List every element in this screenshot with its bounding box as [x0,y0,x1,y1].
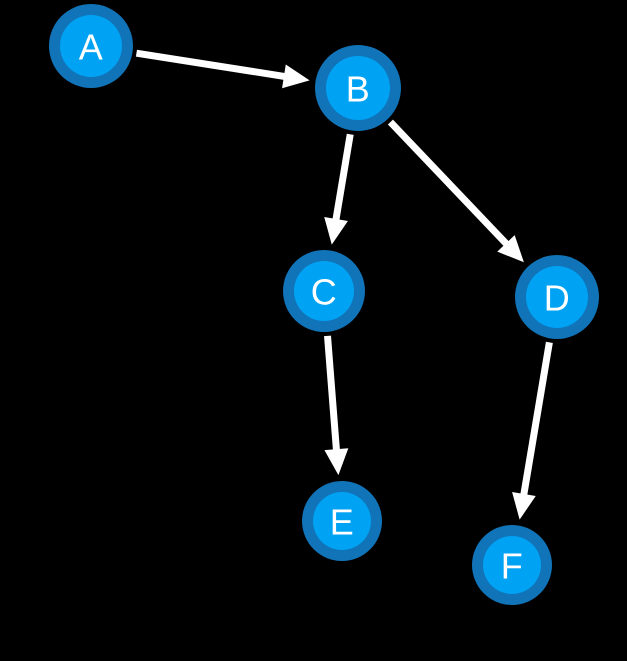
graph-node-a[interactable]: A [49,4,133,88]
graph-node-c[interactable]: C [283,250,365,332]
edge-arrowhead-icon [324,448,349,476]
edge-line [324,335,341,452]
node-fill [483,536,541,594]
edge-arrowhead-icon [324,217,348,245]
edge-line [332,133,354,222]
edge-line [135,49,287,81]
node-fill [313,492,371,550]
edge-line [387,119,510,248]
graph-node-d[interactable]: D [515,255,599,339]
node-label: B [346,69,371,110]
node-label: A [79,27,104,68]
graph-node-b[interactable]: B [315,45,401,131]
edge-line [520,341,553,497]
node-label: E [330,502,355,543]
edge-a-to-b[interactable] [135,49,310,89]
edge-arrowhead-icon [512,492,536,520]
node-label: F [501,546,524,587]
nodes-layer: A B C D E F [49,4,599,605]
node-fill [294,261,354,321]
node-label: D [544,278,571,319]
edge-c-to-e[interactable] [324,335,349,476]
edge-b-to-d[interactable] [387,119,524,263]
edge-b-to-c[interactable] [324,133,354,245]
node-fill [60,15,122,77]
edges-layer [135,49,553,520]
graph-node-f[interactable]: F [472,525,552,605]
node-fill [526,266,588,328]
edge-arrowhead-icon [497,235,524,263]
edge-d-to-f[interactable] [512,341,553,520]
node-label: C [311,272,338,313]
node-fill [326,56,390,120]
edge-arrowhead-icon [282,64,310,89]
graph-node-e[interactable]: E [302,481,382,561]
